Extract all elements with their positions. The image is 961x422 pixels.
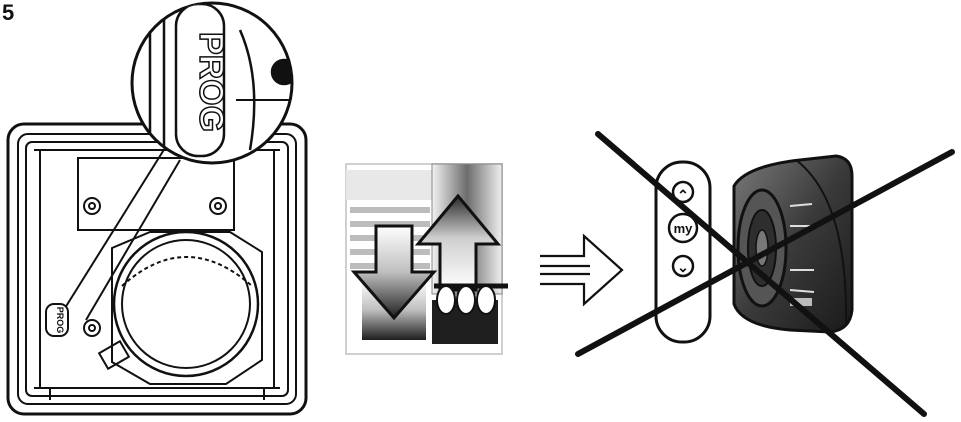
prog-button: PROG <box>45 303 69 337</box>
shutter-movement-illustration <box>345 163 508 355</box>
wall-transmitter-open-box <box>6 122 308 416</box>
remote-down-button: ⌄ <box>677 259 689 275</box>
wall-transmitter-device <box>732 154 854 334</box>
down-arrow-icon <box>350 224 438 321</box>
prog-zoom-callout: PROG <box>130 1 294 165</box>
result-arrow-icon <box>540 233 624 307</box>
prog-label-small: PROG <box>55 307 65 334</box>
up-arrow-icon <box>414 193 502 292</box>
step-number: 5 <box>2 0 15 25</box>
prog-label-zoom: PROG <box>192 32 230 132</box>
handheld-remote: ⌃ my ⌄ <box>654 160 712 344</box>
prohibited-x-mark <box>575 131 955 417</box>
remote-up-button: ⌃ <box>677 187 689 203</box>
remote-my-button: my <box>674 221 694 236</box>
